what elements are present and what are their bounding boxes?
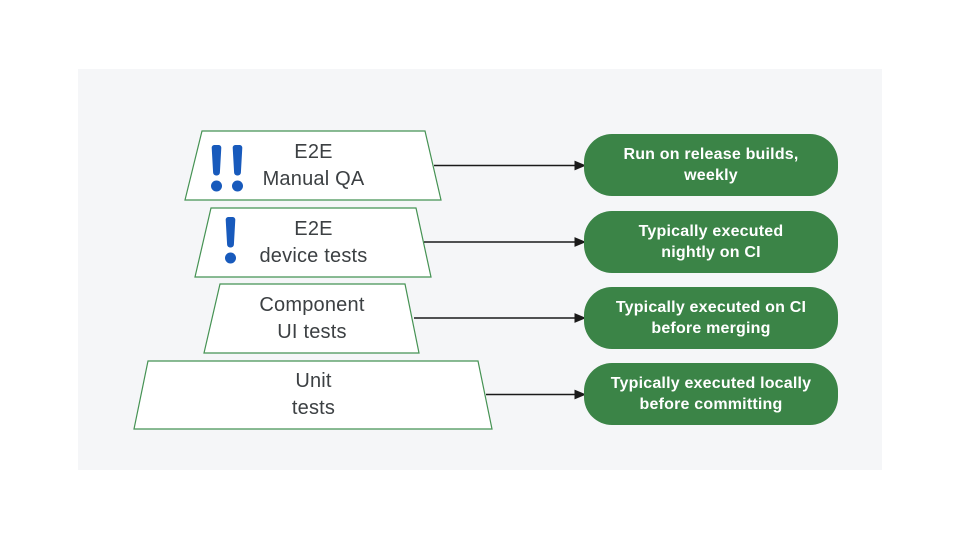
note-pill-unit-tests: Typically executed locally before commit… <box>584 363 838 425</box>
note-pill-e2e-device-tests: Typically executed nightly on CI <box>584 211 838 273</box>
trapezoid-label-component-ui-tests: Component UI tests <box>259 293 365 343</box>
trapezoid-label-e2e-device-tests: E2E device tests <box>259 217 368 267</box>
exclamation-icon <box>211 145 222 192</box>
trapezoid-e2e-manual-qa <box>184 130 442 201</box>
note-pill-e2e-manual-qa: Run on release builds, weekly <box>584 134 838 196</box>
trapezoid-unit-tests <box>133 360 493 430</box>
priority-marks-double <box>209 145 245 192</box>
trapezoid-label-unit-tests: Unit tests <box>291 370 336 419</box>
note-pill-component-ui-tests: Typically executed on CI before merging <box>584 287 838 349</box>
trapezoid-e2e-device-tests <box>194 207 432 278</box>
diagram-background: E2E Manual QA E2E device tests Component… <box>78 69 882 470</box>
exclamation-icon <box>232 145 243 192</box>
priority-marks-single <box>223 217 238 264</box>
exclamation-icon <box>225 217 236 264</box>
trapezoid-component-ui-tests <box>203 283 420 354</box>
trapezoid-label-e2e-manual-qa: E2E Manual QA <box>262 140 365 190</box>
